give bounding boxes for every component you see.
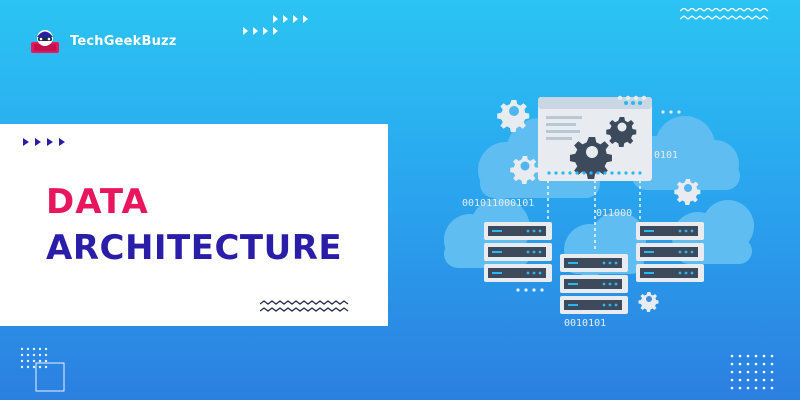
- binary-code-3: 011000: [596, 208, 632, 219]
- brand-logo[interactable]: TechGeekBuzz: [30, 28, 177, 54]
- arrow-icon-group-panel: [23, 138, 65, 146]
- data-architecture-illustration: 0101 001011000101 011000 0010101: [444, 95, 754, 329]
- zigzag-decoration-panel: [260, 300, 349, 312]
- arrow-icon-group-top-2: [243, 27, 278, 35]
- binary-code-2: 001011000101: [462, 198, 534, 209]
- page-title-line-1: DATA: [46, 182, 149, 222]
- server-icon-right: [636, 222, 704, 282]
- dot-grid-decoration-bottom-right: [730, 354, 774, 390]
- binary-code-1: 0101: [654, 150, 678, 161]
- dashboard-window-icon: [538, 97, 652, 181]
- server-icon-middle: [560, 254, 628, 314]
- arrow-icon-group-top: [273, 15, 308, 23]
- binary-code-4: 0010101: [564, 318, 606, 329]
- page-title-line-2: ARCHITECTURE: [46, 228, 343, 268]
- zigzag-decoration-top-right: [680, 8, 769, 20]
- gear-icon: [569, 117, 637, 179]
- title-panel: DATA ARCHITECTURE: [0, 124, 388, 326]
- server-icon-left: [484, 222, 552, 282]
- logo-mascot-icon: [31, 30, 59, 53]
- gear-icon-decorative: [497, 100, 701, 312]
- brand-name: TechGeekBuzz: [70, 33, 177, 49]
- dot-grid-decoration-bottom-left: [20, 347, 65, 392]
